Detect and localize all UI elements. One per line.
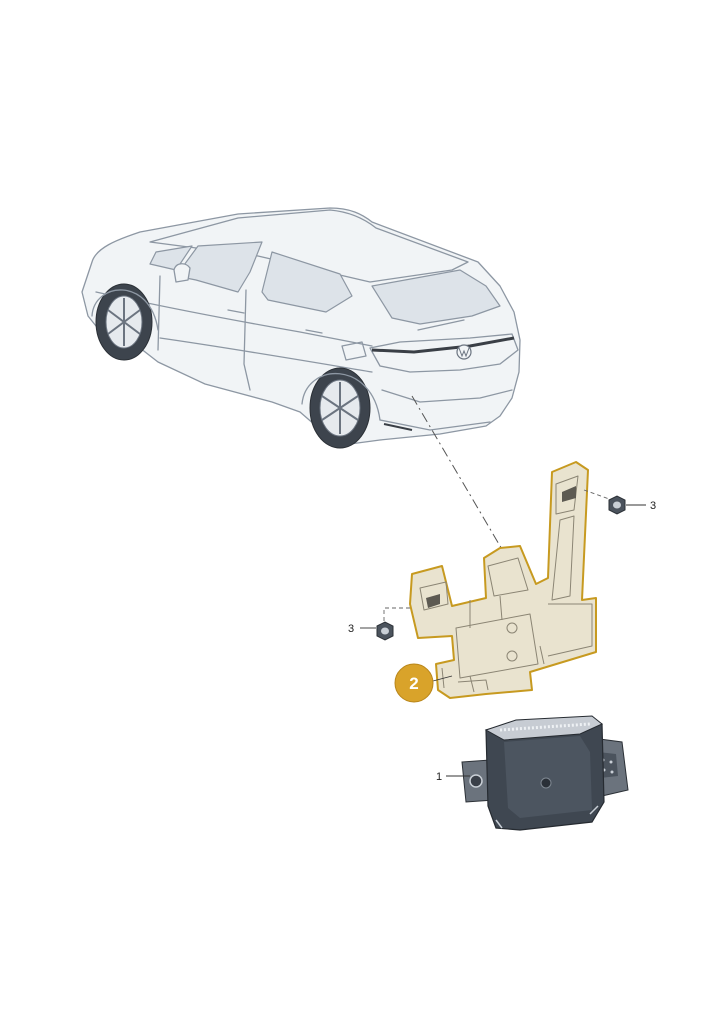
callout-2-leader <box>432 675 453 682</box>
callout-3-left-label: 3 <box>348 623 354 635</box>
location-guide-line <box>411 395 521 581</box>
radar-bracket-icon <box>409 461 597 699</box>
callout-1-label: 1 <box>436 771 442 783</box>
vehicle-rear-three-quarter-icon <box>81 207 521 449</box>
callout-2-badge[interactable] <box>394 663 434 703</box>
callout-3-right-label: 3 <box>650 500 656 512</box>
hex-nut-icon <box>608 495 626 515</box>
nut-assembly-line-right <box>583 489 613 501</box>
radar-sensor-icon <box>461 715 629 831</box>
nut-assembly-line-left <box>383 607 410 624</box>
callout-2-label: 2 <box>409 674 418 693</box>
hex-nut-icon <box>376 621 394 641</box>
